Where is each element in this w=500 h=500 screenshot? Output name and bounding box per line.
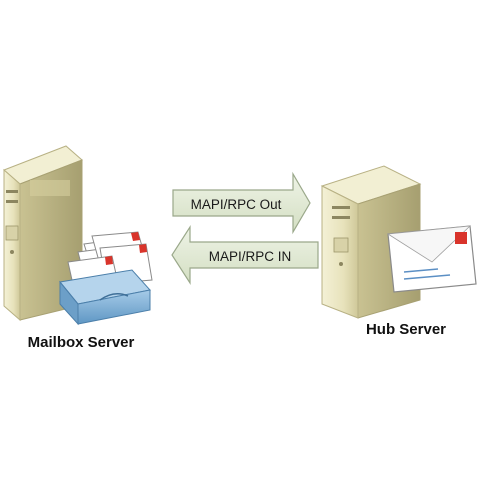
hub-server-label: Hub Server: [365, 321, 447, 338]
mail-tray-icon: [59, 231, 153, 326]
arrow-left-icon: MAPI/RPC IN: [171, 224, 319, 286]
mailbox-server-label: Mailbox Server: [27, 334, 135, 351]
envelope-icon: [386, 225, 477, 293]
arrow-in-label: MAPI/RPC IN: [209, 249, 292, 264]
arrow-right-icon: MAPI/RPC Out: [172, 171, 311, 235]
arrow-out-label: MAPI/RPC Out: [191, 197, 282, 212]
mailbox-server-icon: [3, 145, 83, 322]
